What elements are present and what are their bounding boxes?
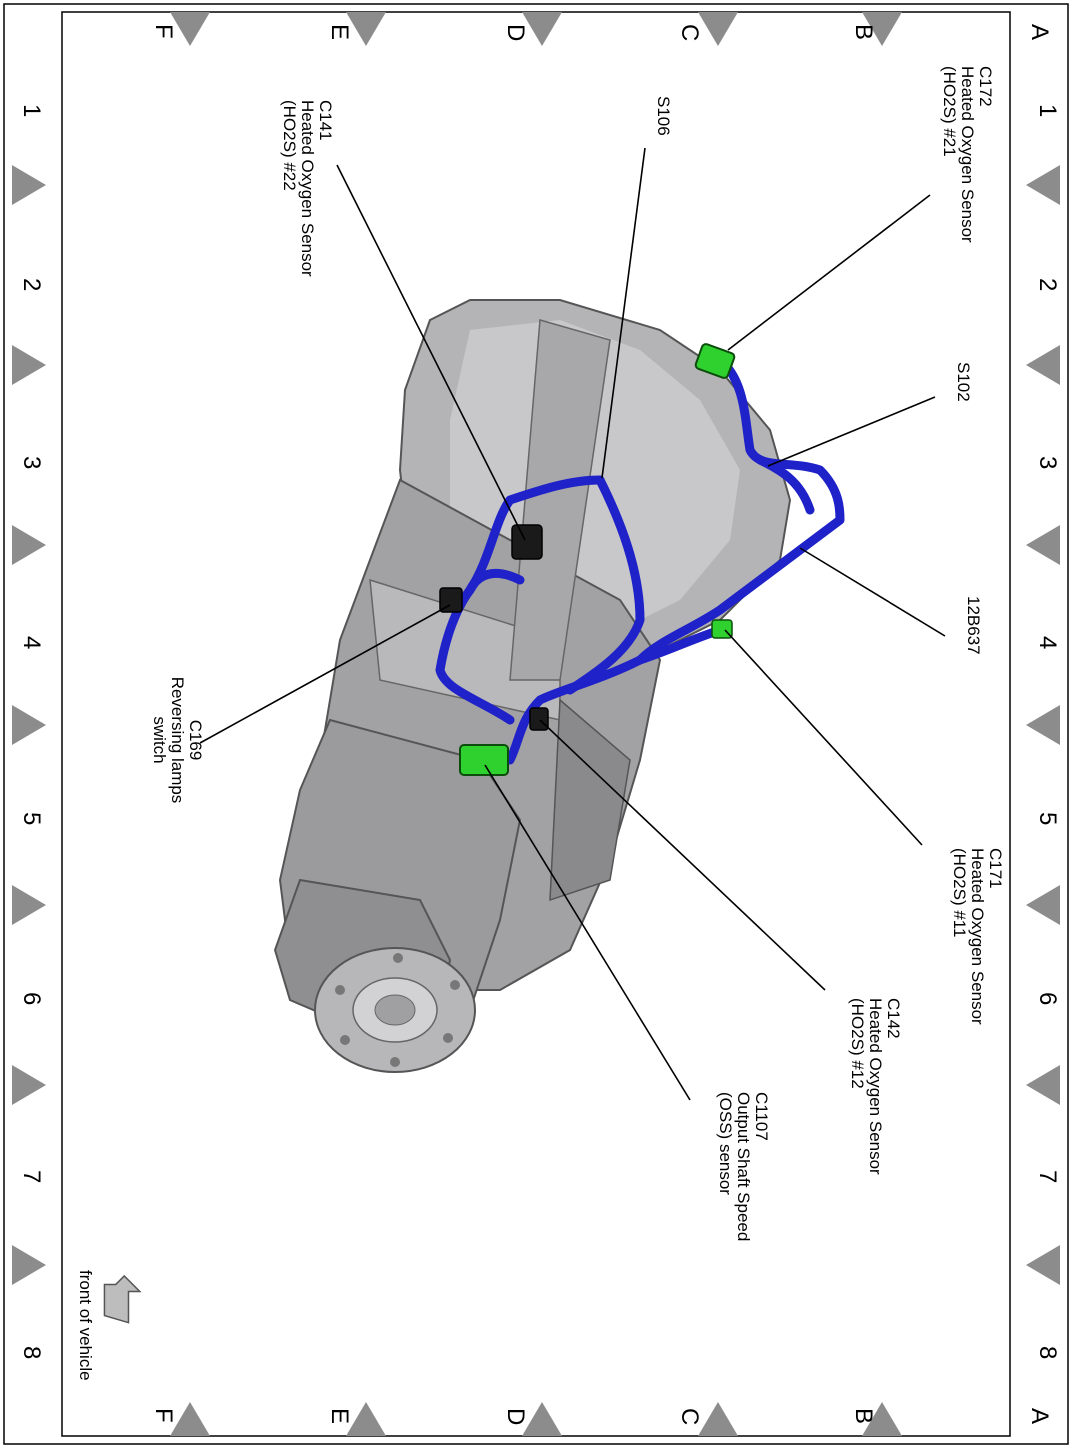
callout-c169-line-3: switch	[150, 716, 169, 763]
zone-row-b-bottom: B	[850, 1408, 877, 1424]
zone-markers-bottom	[170, 1402, 902, 1436]
zone-col-3-left: 3	[18, 456, 45, 469]
harness-lower	[505, 655, 645, 765]
callout-c1107-line-2: Output Shaft Speed	[734, 1092, 753, 1241]
leader-c169	[199, 604, 451, 744]
callout-c141-line-2: Heated Oxygen Sensor	[298, 100, 317, 277]
connector-c142	[529, 707, 549, 731]
zone-col-2-right: 2	[1034, 278, 1061, 291]
callout-c171-line-2: Heated Oxygen Sensor	[968, 848, 987, 1025]
zone-markers-right	[1026, 165, 1060, 1285]
callout-c1107-line-3: (OSS) sensor	[716, 1092, 735, 1195]
front-of-vehicle-indicator: front of vehicle	[76, 1270, 142, 1381]
zone-col-7-left: 7	[18, 1170, 45, 1183]
zone-row-b-top: B	[850, 24, 877, 40]
callout-c142-line-1: C142	[884, 998, 903, 1039]
zone-row-f-top: F	[150, 24, 177, 39]
zone-col-8-left: 8	[18, 1346, 45, 1359]
zone-row-a-top: A	[1026, 24, 1053, 40]
leader-c171	[724, 629, 923, 846]
zone-col-6-left: 6	[18, 992, 45, 1005]
transmission-housing	[273, 299, 792, 1073]
zone-row-c-top: C	[676, 24, 703, 41]
zone-col-7-right: 7	[1034, 1170, 1061, 1183]
lower-pan	[549, 698, 631, 902]
output-flange-hub	[374, 994, 416, 1026]
zone-cols-left: 1 2 3 4 5 6 7 8	[18, 104, 45, 1359]
callout-c172-line-3: (HO2S) #21	[940, 66, 959, 157]
zone-col-3-right: 3	[1034, 456, 1061, 469]
leader-c172	[727, 194, 931, 351]
callout-s102-line-1: S102	[954, 362, 973, 402]
callout-c169-line-1: C169	[186, 720, 205, 761]
connector-c171	[711, 619, 733, 639]
zone-row-d-bottom: D	[502, 1408, 529, 1425]
outer-frame	[3, 3, 1069, 1445]
connectors	[439, 343, 736, 776]
callout-c172-line-2: Heated Oxygen Sensor	[958, 66, 977, 243]
zone-col-8-right: 8	[1034, 1346, 1061, 1359]
zone-markers-left	[12, 165, 46, 1285]
zone-markers-top	[170, 12, 902, 46]
front-of-vehicle-label: front of vehicle	[76, 1270, 95, 1381]
harness-upper	[635, 355, 845, 665]
callout-c1107-line-1: C1107	[752, 1092, 771, 1141]
callout-c141-line-1: C141	[316, 100, 335, 141]
connector-c141	[511, 524, 543, 560]
zone-row-a-bottom: A	[1026, 1408, 1053, 1424]
zone-col-5-left: 5	[18, 812, 45, 825]
zone-cols-right: 1 2 3 4 5 6 7 8	[1034, 104, 1061, 1359]
zone-row-f-bottom: F	[150, 1408, 177, 1423]
zone-col-2-left: 2	[18, 278, 45, 291]
callout-12b637-line-1: 12B637	[964, 596, 983, 655]
zone-col-1-left: 1	[18, 104, 45, 117]
callout-c171-line-1: C171	[986, 848, 1005, 889]
callout-c142-line-2: Heated Oxygen Sensor	[866, 998, 885, 1175]
leader-s102	[767, 396, 936, 467]
zone-col-4-left: 4	[18, 636, 45, 649]
zone-col-5-right: 5	[1034, 812, 1061, 825]
zone-row-e-bottom: E	[326, 1408, 353, 1424]
zone-row-d-top: D	[502, 24, 529, 41]
zone-col-6-right: 6	[1034, 992, 1061, 1005]
harness-mid	[565, 475, 645, 695]
leader-c142	[539, 719, 826, 991]
zone-col-4-right: 4	[1034, 636, 1061, 649]
harness-c169-branch	[465, 568, 525, 595]
zone-row-e-top: E	[326, 24, 353, 40]
leader-lines	[199, 147, 946, 1101]
connector-c1107	[459, 744, 509, 776]
leader-c1107	[484, 764, 691, 1101]
zone-row-c-bottom: C	[676, 1408, 703, 1425]
flange-bolts	[335, 953, 460, 1067]
leader-12b637	[799, 547, 946, 637]
callout-c169-line-2: Reversing lamps	[168, 677, 187, 804]
callout-c141-line-3: (HO2S) #22	[280, 100, 299, 191]
front-arrow-icon	[103, 1274, 142, 1324]
callout-c171-line-3: (HO2S) #11	[950, 848, 969, 937]
callout-s106-line-1: S106	[654, 96, 673, 136]
top-rib	[509, 319, 611, 681]
zone-rows-top: A B C D E F	[150, 24, 1053, 41]
callout-c172-line-1: C172	[976, 66, 995, 107]
wiring-harness	[435, 355, 845, 765]
zone-rows-bottom: A B C D E F	[150, 1408, 1053, 1425]
callout-c142-line-3: (HO2S) #12	[848, 998, 867, 1089]
zone-col-1-right: 1	[1034, 104, 1061, 117]
leader-c141	[336, 164, 526, 541]
connector-c172	[694, 343, 736, 379]
harness-s102-branch	[755, 455, 815, 515]
connector-c169	[439, 587, 463, 613]
leader-s106	[601, 147, 646, 479]
